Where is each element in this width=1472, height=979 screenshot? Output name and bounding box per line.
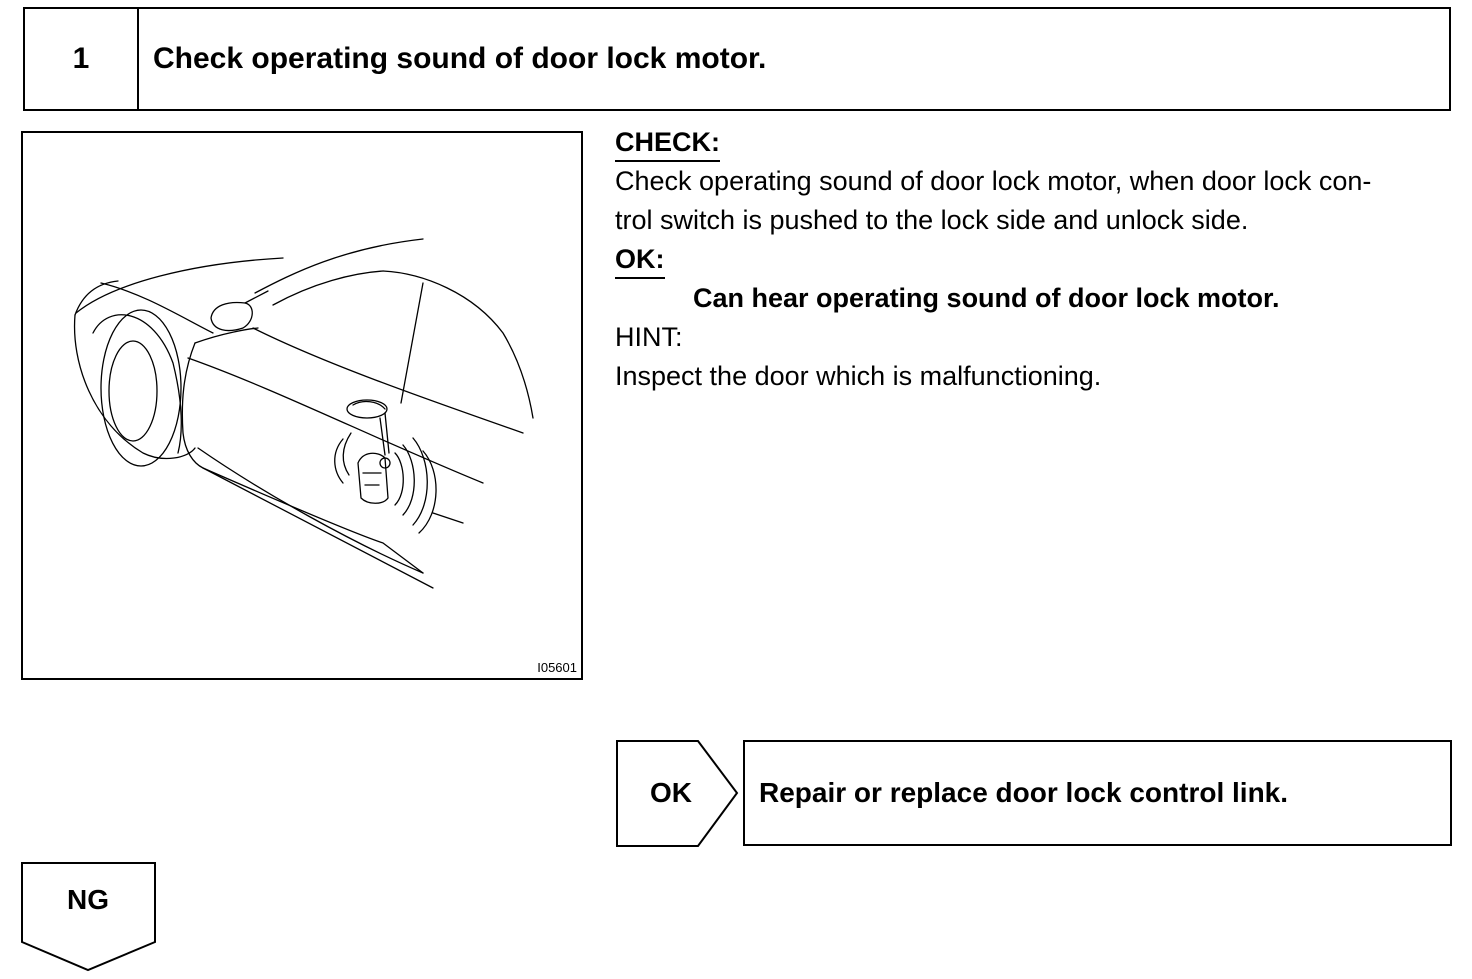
step-number: 1 <box>25 9 139 109</box>
check-label: CHECK: <box>615 124 720 162</box>
ng-result-tag: NG <box>21 862 157 979</box>
ok-spec: Can hear operating sound of door lock mo… <box>693 283 1280 313</box>
car-door-lock-motor-illustration-icon <box>73 238 534 589</box>
hint-label: HINT: <box>615 322 683 352</box>
ng-tag-label: NG <box>67 884 109 915</box>
hint-text: Inspect the door which is malfunctioning… <box>615 361 1102 391</box>
step-header: 1 Check operating sound of door lock mot… <box>23 7 1451 111</box>
ok-tag-label: OK <box>650 777 692 808</box>
check-text-line-2: trol switch is pushed to the lock side a… <box>615 205 1249 235</box>
step-title: Check operating sound of door lock motor… <box>153 42 767 75</box>
instruction-text: CHECK: Check operating sound of door loc… <box>615 123 1460 396</box>
ok-label: OK: <box>615 241 665 279</box>
ok-result-tag: OK <box>616 740 742 853</box>
ng-arrow-icon <box>21 862 156 972</box>
illustration-frame: I05601 <box>21 131 583 680</box>
figure-code: I05601 <box>537 660 577 675</box>
ok-result-action: Repair or replace door lock control link… <box>743 740 1452 846</box>
ok-arrow-icon <box>616 740 739 847</box>
check-text-line-1: Check operating sound of door lock motor… <box>615 166 1372 196</box>
